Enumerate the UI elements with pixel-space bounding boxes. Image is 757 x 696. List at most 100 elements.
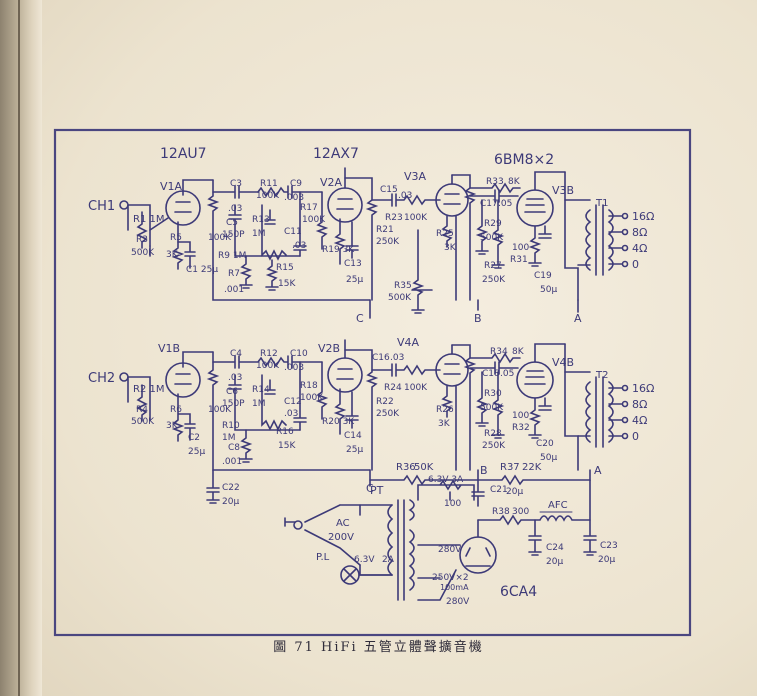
t1-core xyxy=(595,204,604,276)
heater-label: 6.3V 3A xyxy=(428,475,464,485)
c18-value: .05 xyxy=(500,369,514,379)
c21-value: 20μ xyxy=(506,487,523,497)
r26-value: 3K xyxy=(438,419,451,429)
r25-label: R25 xyxy=(436,229,454,239)
c5-label: C5 xyxy=(226,218,238,228)
r6-value: 3K xyxy=(166,421,179,431)
ch2-label: CH2 xyxy=(88,371,115,386)
c2-value: 25μ xyxy=(188,447,205,457)
c13-value: 25μ xyxy=(346,275,363,285)
c19-value: 50μ xyxy=(540,285,557,295)
r23-value: 100K xyxy=(404,213,428,223)
t1-tap-4: 4Ω xyxy=(632,242,647,255)
hv-current: 100mA xyxy=(440,583,469,592)
c10-value: .003 xyxy=(284,363,304,373)
node-a-bottom: A xyxy=(594,464,602,477)
t2-tap-4: 4Ω xyxy=(632,414,647,427)
tube-label-12au7: 12AU7 xyxy=(160,146,207,162)
c16-value: .03 xyxy=(390,353,404,363)
node-b-bottom: B xyxy=(480,464,488,477)
v3a-label: V3A xyxy=(404,170,427,183)
r12-label: R12 xyxy=(260,349,278,359)
v4b-tube xyxy=(516,361,554,399)
r33-value: 8K xyxy=(508,177,521,187)
c9-value: .003 xyxy=(284,193,304,203)
c4-value: .03 xyxy=(228,373,242,383)
tube-label-12ax7: 12AX7 xyxy=(313,146,359,162)
r6-label: R6 xyxy=(170,405,182,415)
r26-label: R26 xyxy=(436,405,454,415)
v1b-label: V1B xyxy=(158,342,180,355)
r18-value: 100K xyxy=(300,393,324,403)
ac-label: AC xyxy=(336,518,350,529)
r34-value: 8K xyxy=(512,347,525,357)
node-a-top: A xyxy=(574,312,582,325)
r4-value: 500K xyxy=(131,417,155,427)
r3-label: R3 xyxy=(136,235,148,245)
t1-primary xyxy=(585,209,592,271)
ac-voltage: 200V xyxy=(328,532,354,543)
v3b-label: V3B xyxy=(552,184,574,197)
r24-value: 100K xyxy=(404,383,428,393)
rectifier-label: 6CA4 xyxy=(500,584,537,600)
r11-label: R11 xyxy=(260,179,278,189)
c12-value: .03 xyxy=(284,409,298,419)
tube-label-6bm8: 6BM8×2 xyxy=(494,152,554,168)
r27-label: R27 xyxy=(484,261,502,271)
r10-value: 1M xyxy=(222,433,236,443)
r33-label: R33 xyxy=(486,177,504,187)
r14-label: R14 xyxy=(252,385,270,395)
c20-label: C20 xyxy=(536,439,554,449)
r25-value: 3K xyxy=(444,243,457,253)
hv-label-top: 280V xyxy=(438,545,462,555)
r16-label: R16 xyxy=(276,427,294,437)
t2-tap-8: 8Ω xyxy=(632,398,647,411)
r13-label: R13 xyxy=(252,215,270,225)
r17-value: 100K xyxy=(302,215,326,225)
c6-value: 150P xyxy=(222,399,245,409)
c15-label: C15 xyxy=(380,185,398,195)
t1-label: T1 xyxy=(595,198,608,209)
r4-label: R4 xyxy=(136,405,148,415)
pt-primary xyxy=(387,504,394,576)
c24-value: 20μ xyxy=(546,557,563,567)
pt-label: PT xyxy=(370,484,384,497)
c11-value: .03 xyxy=(292,241,306,251)
ch1-plate-r: 100K xyxy=(208,233,232,243)
r38-label: R38 xyxy=(492,507,510,517)
v4a-label: V4A xyxy=(397,336,420,349)
r3-value: 500K xyxy=(131,248,155,258)
pilot-lamp-current: 2A xyxy=(382,555,395,565)
t1-tap-0: 0 xyxy=(632,258,639,271)
c17-value: .05 xyxy=(498,199,512,209)
ch1-label: CH1 xyxy=(88,199,115,214)
c11-label: C11 xyxy=(284,227,302,237)
book-gutter xyxy=(0,0,42,696)
t2-label: T2 xyxy=(595,370,608,381)
r22-value: 250K xyxy=(376,409,400,419)
gutter-shadow xyxy=(18,0,20,696)
r35-value: 500K xyxy=(388,293,412,303)
r13-value: 1M xyxy=(252,229,266,239)
c18-label: C18 xyxy=(482,369,500,379)
t2-core xyxy=(595,376,604,448)
page-background xyxy=(42,0,757,696)
r15-value: 15K xyxy=(278,279,296,289)
v2a-label: V2A xyxy=(320,176,343,189)
r12-value: 100K xyxy=(256,361,280,371)
ch2-plate-r: 100K xyxy=(208,405,232,415)
c8-label: C8 xyxy=(228,443,240,453)
node-c-top: C xyxy=(356,312,364,325)
r28-label: R28 xyxy=(484,429,502,439)
c4-label: C4 xyxy=(230,349,242,359)
c9-label: C9 xyxy=(290,179,302,189)
c2-label: C2 xyxy=(188,433,200,443)
v2a-tube xyxy=(327,187,363,223)
r30-value: 500K xyxy=(480,403,504,413)
r23-label: R23 xyxy=(385,213,403,223)
c19-label: C19 xyxy=(534,271,552,281)
r5-label: R5 xyxy=(170,233,182,243)
c3-value: .03 xyxy=(228,204,242,214)
c13-label: C13 xyxy=(344,259,362,269)
